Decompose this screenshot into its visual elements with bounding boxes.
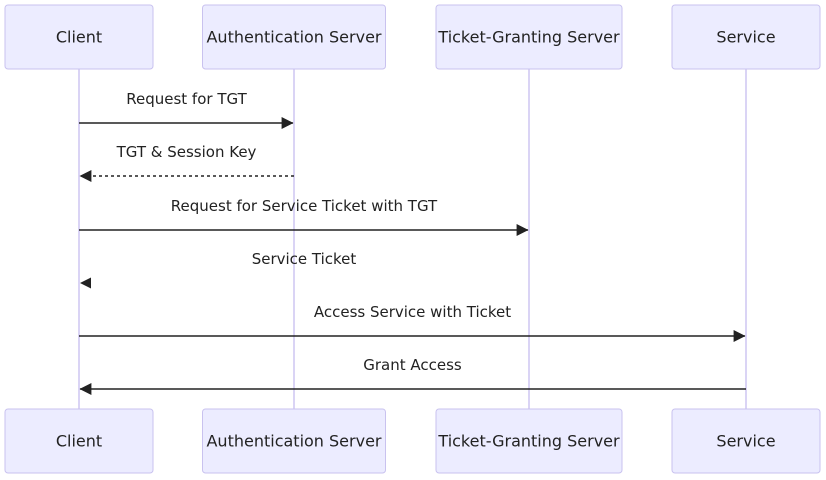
- actor-as-bottom: Authentication Server: [202, 408, 386, 474]
- actor-label: Service: [716, 432, 775, 451]
- message-label: Access Service with Ticket: [314, 303, 511, 321]
- actor-box: [202, 4, 386, 70]
- actor-tgs-bottom: Ticket-Granting Server: [435, 408, 623, 474]
- actor-label: Client: [56, 432, 102, 451]
- message-m5: Access Service with Ticket: [79, 303, 746, 342]
- message-m1: Request for TGT: [79, 90, 294, 129]
- actor-as-top: Authentication Server: [202, 4, 386, 70]
- message-label: Grant Access: [363, 356, 462, 374]
- message-label: Request for Service Ticket with TGT: [171, 197, 438, 215]
- message-m6: Grant Access: [79, 356, 746, 395]
- messages: Request for TGT TGT & Session KeyRequest …: [79, 90, 746, 395]
- actor-box: [435, 4, 623, 70]
- actor-service-bottom: Service: [671, 408, 821, 474]
- message-arrowhead: [80, 277, 91, 289]
- actor-box: [4, 408, 154, 474]
- actor-box: [202, 408, 386, 474]
- message-label: TGT & Session Key: [116, 143, 257, 161]
- actor-label: Ticket-Granting Server: [437, 28, 620, 47]
- actors-bottom: Client Authentication Server Ticket-Granti…: [4, 408, 821, 474]
- actors-top: Client Authentication Server Ticket-Granti…: [4, 4, 821, 70]
- actor-label: Service: [716, 28, 775, 47]
- actor-tgs-top: Ticket-Granting Server: [435, 4, 623, 70]
- message-label: Service Ticket: [252, 250, 357, 268]
- actor-label: Authentication Server: [206, 28, 381, 47]
- lifelines: [78, 69, 747, 409]
- message-m3: Request for Service Ticket with TGT: [79, 197, 529, 236]
- actor-client-bottom: Client: [4, 408, 154, 474]
- actor-service-top: Service: [671, 4, 821, 70]
- actor-label: Client: [56, 28, 102, 47]
- actor-label: Authentication Server: [206, 432, 381, 451]
- message-label: Request for TGT: [126, 90, 247, 108]
- actor-box: [435, 408, 623, 474]
- actor-box: [4, 4, 154, 70]
- actor-box: [671, 408, 821, 474]
- message-m2: TGT & Session Key: [79, 143, 294, 182]
- message-m4: Service Ticket: [80, 250, 356, 289]
- actor-box: [671, 4, 821, 70]
- actor-client-top: Client: [4, 4, 154, 70]
- actor-label: Ticket-Granting Server: [437, 432, 620, 451]
